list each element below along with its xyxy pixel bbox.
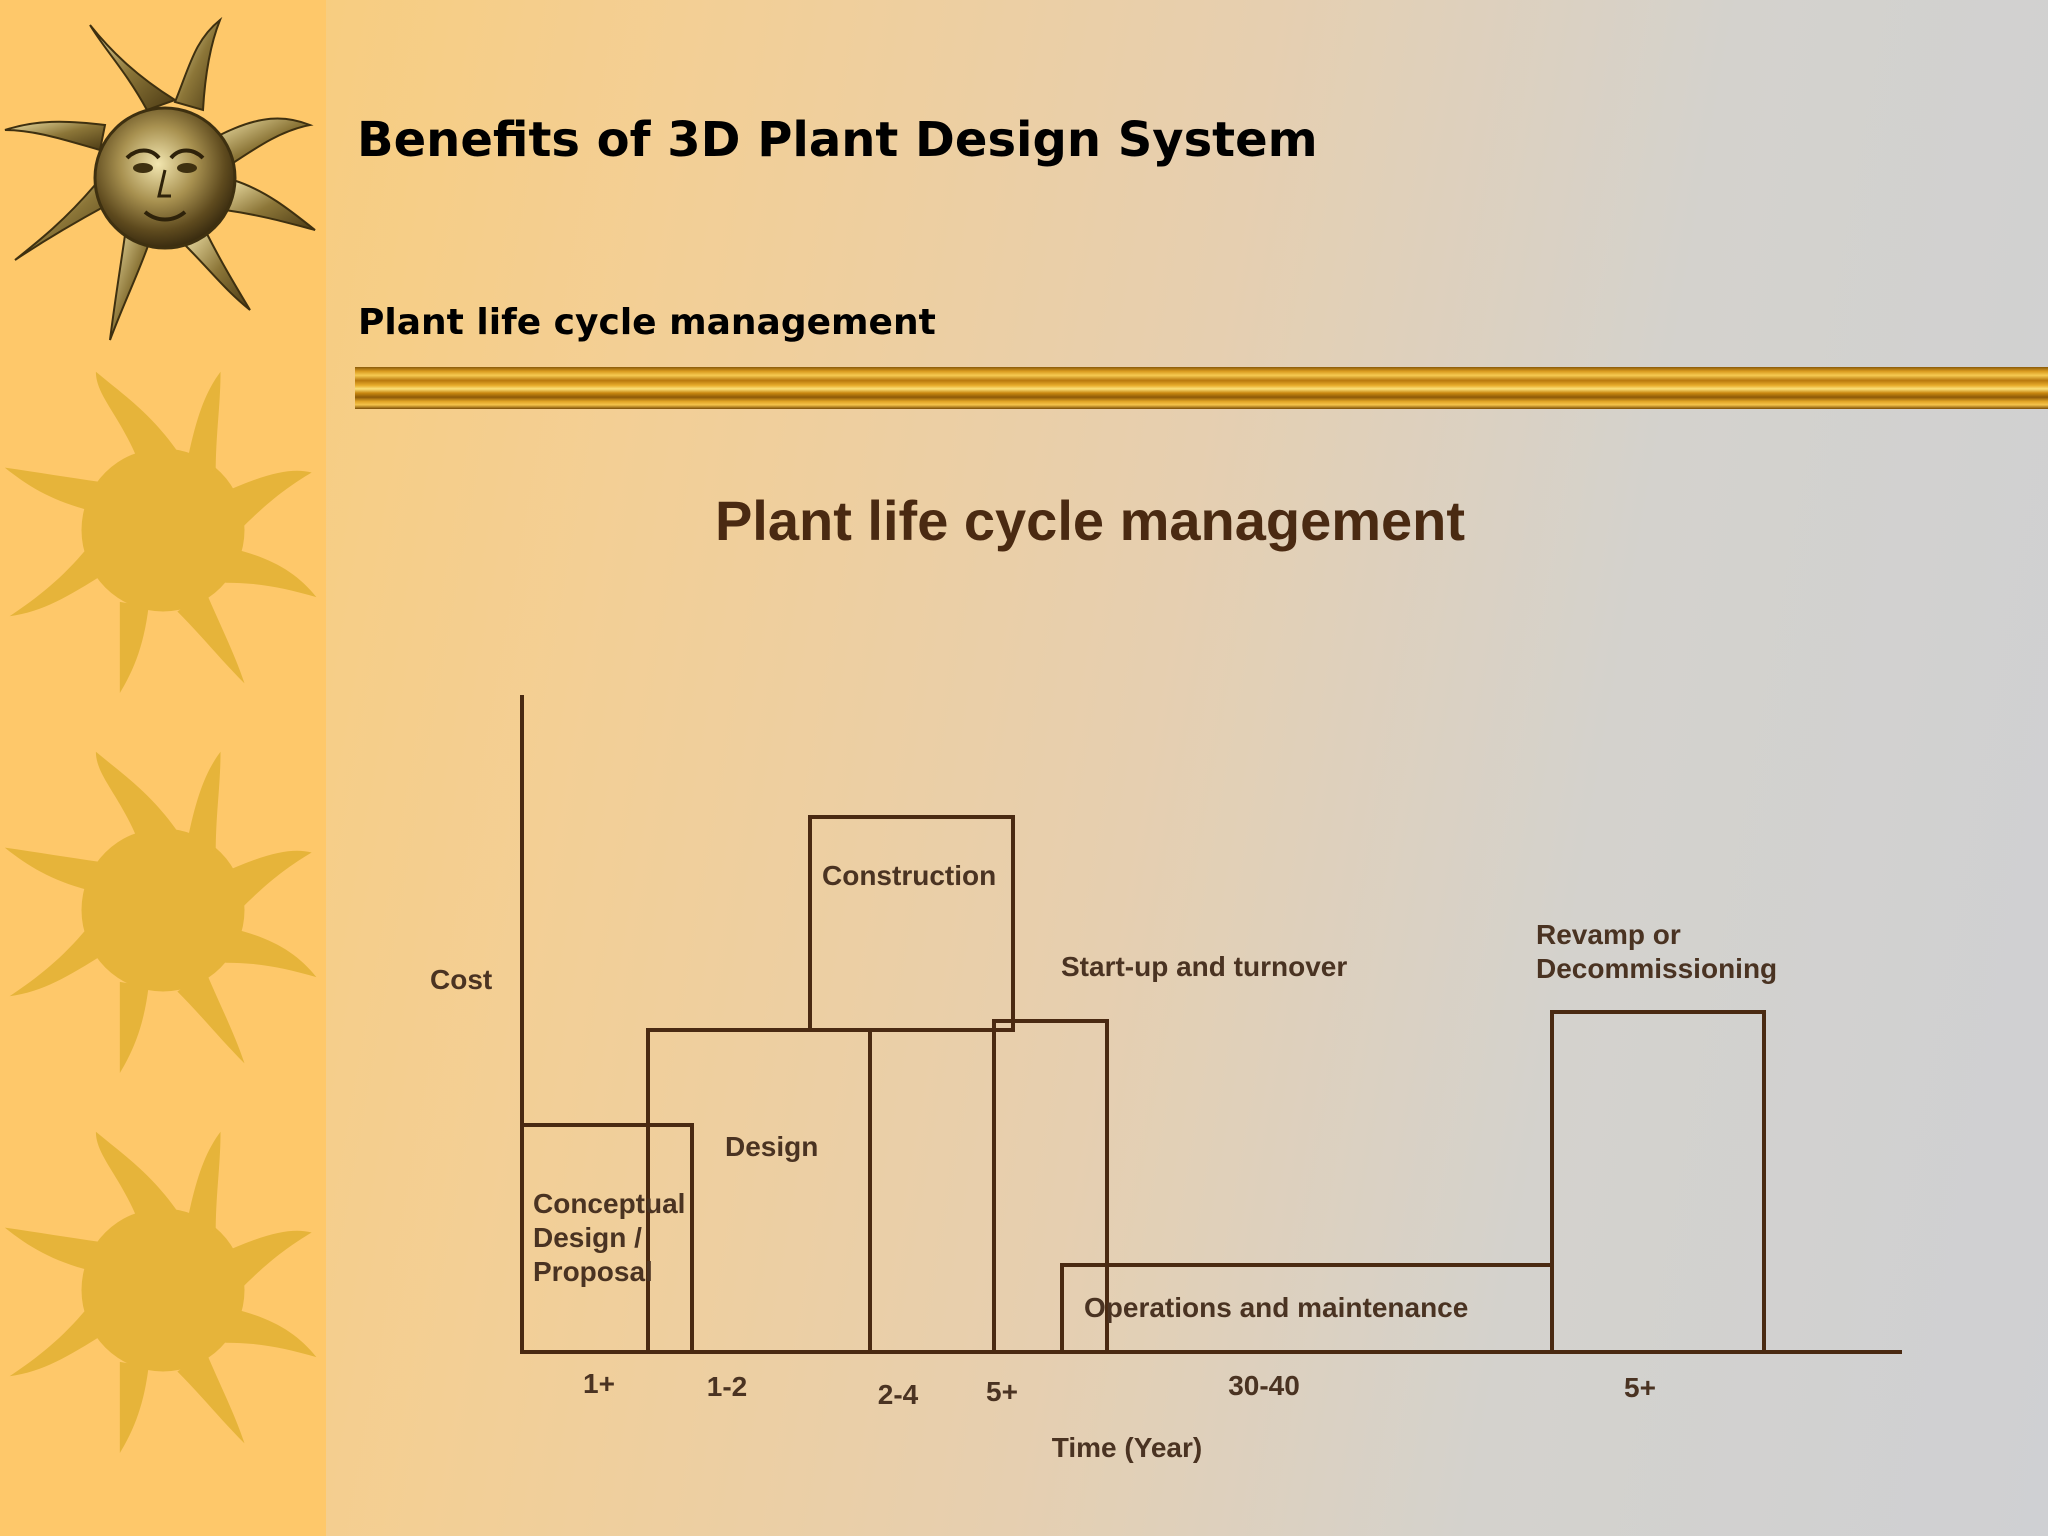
phase-label-conceptual-1: Conceptual — [533, 1188, 685, 1219]
phase-label-revamp-1: Revamp or — [1536, 919, 1681, 950]
phase-label-operations: Operations and maintenance — [1084, 1292, 1468, 1323]
duration-label: 5+ — [1624, 1372, 1656, 1403]
phase-label-startup: Start-up and turnover — [1061, 951, 1347, 982]
sun-shape-icon — [4, 1131, 317, 1453]
x-axis-label: Time (Year) — [1052, 1432, 1202, 1463]
gold-divider-bar — [355, 367, 2048, 409]
slide-title: Benefits of 3D Plant Design System — [357, 112, 1318, 168]
duration-label: 1-2 — [707, 1371, 747, 1402]
phase-label-design: Design — [725, 1131, 818, 1162]
phase-box-startup — [992, 1019, 1109, 1354]
phase-box-conceptual-design — [520, 1123, 694, 1354]
decorative-sidebar — [0, 0, 326, 1536]
phase-box-revamp — [1550, 1010, 1766, 1354]
metal-sun-face-icon — [4, 16, 316, 341]
diagram-title: Plant life cycle management — [715, 489, 1465, 552]
duration-label: 5+ — [986, 1376, 1018, 1407]
phase-box-construction — [808, 815, 1015, 1032]
duration-label: 2-4 — [878, 1379, 919, 1410]
sun-shape-icon — [4, 751, 317, 1073]
phase-label-conceptual-2: Design / — [533, 1222, 642, 1253]
phase-label-construction: Construction — [822, 860, 996, 891]
phase-label-revamp-2: Decommissioning — [1536, 953, 1777, 984]
y-axis-label: Cost — [430, 964, 492, 995]
sun-shape-icon — [4, 371, 317, 693]
phase-label-conceptual-3: Proposal — [533, 1256, 653, 1287]
slide-subtitle: Plant life cycle management — [358, 302, 936, 343]
duration-label: 30-40 — [1228, 1370, 1300, 1401]
phase-box-design — [646, 1028, 872, 1354]
duration-label: 1+ — [583, 1368, 615, 1399]
